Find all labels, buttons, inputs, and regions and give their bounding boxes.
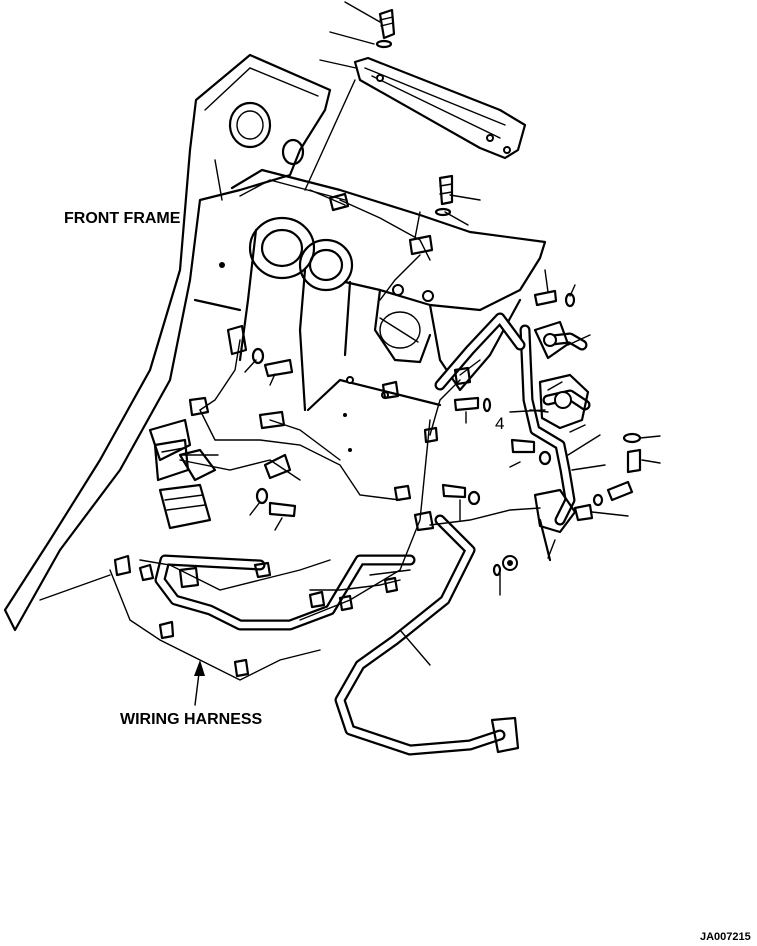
figure-id: JA007215 xyxy=(700,931,751,943)
valve-assembly xyxy=(533,320,590,562)
front-frame-label: FRONT FRAME xyxy=(64,210,181,227)
top-bolt xyxy=(375,8,396,49)
hoses xyxy=(154,312,591,756)
leader-lines xyxy=(39,1,661,706)
front-frame xyxy=(3,53,547,632)
connector-cluster xyxy=(148,324,292,530)
cover-plate xyxy=(353,56,527,160)
wiring-harness-label: WIRING HARNESS xyxy=(120,711,263,728)
upper-bolt xyxy=(434,174,454,217)
callout-number-4: 4 xyxy=(495,414,505,433)
harness-clamps xyxy=(113,192,472,678)
